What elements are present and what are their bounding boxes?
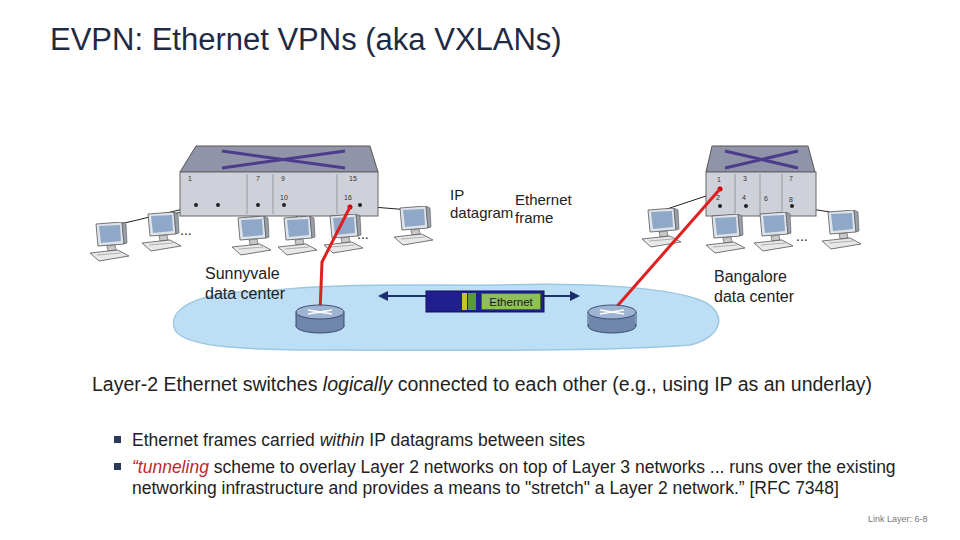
header-strip: [468, 293, 476, 310]
bullet-marker: [114, 463, 121, 470]
port-number: 3: [743, 175, 747, 183]
port-number: 4: [742, 194, 746, 202]
bullet-text: Ethernet frames carried within IP datagr…: [132, 430, 932, 451]
text-run: Layer-2 Ethernet switches: [92, 373, 323, 395]
ethernet-frame-box: Ethernet: [481, 293, 541, 310]
box-text: Ethernet: [489, 296, 532, 308]
ellipsis: ...: [357, 226, 369, 243]
port-number: 16: [344, 194, 352, 202]
ellipsis: ...: [796, 228, 808, 245]
tunnel-link: [612, 189, 720, 312]
ethernet-switch: [706, 146, 816, 216]
port-number: 7: [256, 175, 260, 183]
port-number: 10: [280, 194, 288, 202]
slide-title: EVPN: Ethernet VPNs (aka VXLANs): [50, 22, 562, 58]
header-strip: [462, 293, 467, 310]
body-text: Layer-2 Ethernet switches logically conn…: [92, 373, 942, 396]
page-footer: Link Layer: 6-8: [868, 514, 928, 525]
site-label: Sunnyvale data center: [205, 264, 305, 304]
packet-label: IP datagram: [450, 186, 520, 222]
tunnel-link: [320, 207, 350, 312]
text-run: “tunneling: [132, 457, 209, 477]
ellipsis: ...: [180, 222, 192, 239]
bullet-text: “tunneling scheme to overlay Layer 2 net…: [132, 457, 910, 499]
text-run: scheme to overlay Layer 2 networks on to…: [132, 457, 900, 498]
site-label: Bangalore data center: [714, 267, 814, 307]
router-symbol: [296, 305, 344, 333]
text-run: Ethernet frames carried: [132, 430, 320, 450]
router-symbol: [588, 305, 636, 333]
port-number: 15: [349, 175, 357, 183]
packet-label: Ethernet frame: [515, 191, 577, 227]
port-number: 1: [717, 176, 721, 184]
port-number: 8: [789, 196, 793, 204]
text-run: connected to each other (e.g., using IP …: [392, 373, 872, 395]
text-run: logically: [323, 373, 392, 395]
ethernet-switch: [180, 146, 378, 216]
text-run: within: [320, 430, 365, 450]
port-number: 1: [188, 175, 192, 183]
bullet-marker: [114, 436, 121, 443]
port-number: 9: [281, 175, 285, 183]
text-run: IP datagrams between sites: [364, 430, 585, 450]
port-number: 6: [764, 195, 768, 203]
port-number: 2: [716, 194, 720, 202]
port-number: 7: [789, 175, 793, 183]
ip-datagram-box: [426, 291, 544, 312]
